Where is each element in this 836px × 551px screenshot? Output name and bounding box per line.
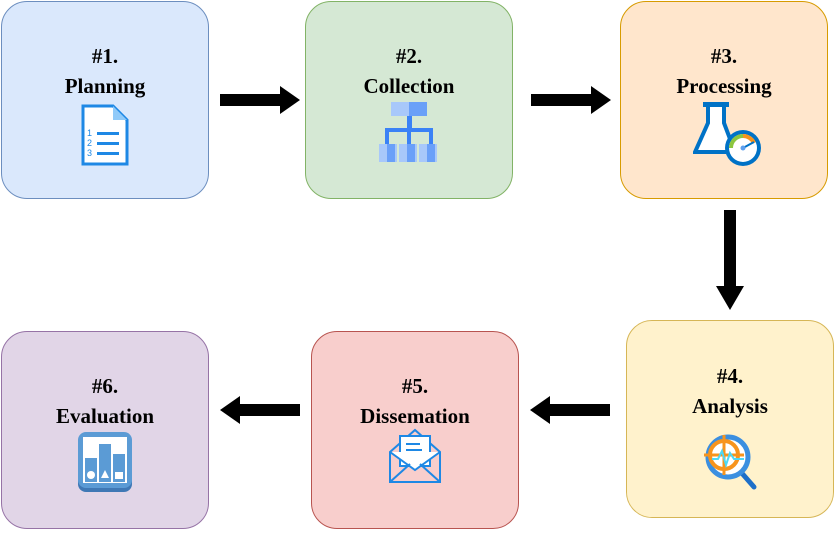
step-label: Processing xyxy=(676,74,772,98)
step-processing[interactable]: #3. Processing xyxy=(620,1,828,199)
step-label: Evaluation xyxy=(55,404,155,428)
step-number: #1. xyxy=(91,44,119,68)
step-label: Analysis xyxy=(692,394,768,418)
step-analysis[interactable]: #4. Analysis xyxy=(626,320,834,518)
numbered-list-document-icon: 123 xyxy=(81,104,129,166)
step-evaluation[interactable]: #6. Evaluation xyxy=(1,331,209,529)
step-label: Dissemation xyxy=(360,404,470,428)
arrow-analysis-to-dissemation xyxy=(530,396,610,424)
svg-text:3: 3 xyxy=(87,148,92,158)
bar-chart-shapes-icon xyxy=(78,432,132,492)
svg-text:1: 1 xyxy=(87,128,92,138)
step-number: #6. xyxy=(91,374,119,398)
step-number: #2. xyxy=(395,44,423,68)
svg-text:2: 2 xyxy=(87,138,92,148)
arrow-dissemation-to-evaluation xyxy=(220,396,300,424)
step-number: #5. xyxy=(401,374,429,398)
arrow-collection-to-processing xyxy=(531,86,611,114)
hierarchy-icon xyxy=(379,102,437,162)
step-label: Planning xyxy=(64,74,146,98)
step-collection[interactable]: #2. Collection xyxy=(305,1,513,199)
step-number: #3. xyxy=(710,44,738,68)
open-envelope-icon xyxy=(389,428,441,483)
arrow-planning-to-collection xyxy=(220,86,300,114)
arrow-processing-to-analysis xyxy=(716,210,744,310)
magnify-target-icon xyxy=(704,434,757,490)
step-dissemation[interactable]: #5. Dissemation xyxy=(311,331,519,529)
flask-gauge-icon xyxy=(693,102,761,166)
step-label: Collection xyxy=(363,74,455,98)
step-number: #4. xyxy=(716,364,744,388)
